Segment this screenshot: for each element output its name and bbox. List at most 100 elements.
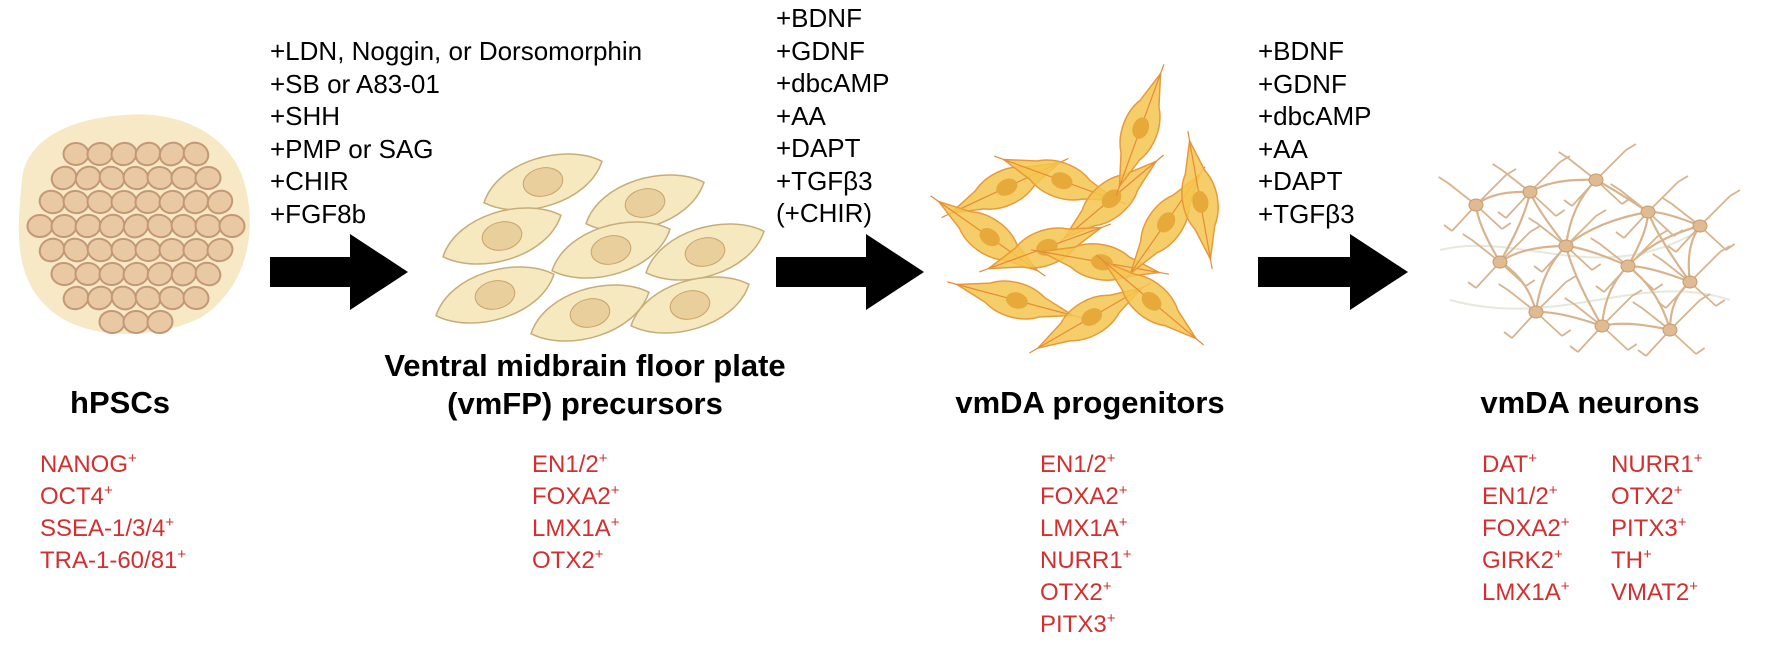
marker-item: SSEA-1/3/4+	[40, 513, 186, 545]
marker-sign: +	[610, 482, 620, 499]
progenitor-cell	[1181, 130, 1219, 270]
marker-sign: +	[1102, 578, 1112, 595]
marker-name: LMX1A	[1040, 515, 1119, 542]
marker-item: OCT4+	[40, 481, 186, 513]
arrow-1	[270, 234, 408, 310]
stem-cell	[206, 189, 234, 215]
title-line: vmDA progenitors	[955, 385, 1225, 420]
markers-neurons-col2: NURR1+OTX2+PITX3+TH+VMAT2+	[1611, 449, 1702, 609]
stem-cell	[182, 141, 210, 167]
marker-name: DAT	[1482, 451, 1529, 478]
title-line: Ventral midbrain floor plate	[384, 348, 786, 383]
neuron-soma	[1492, 255, 1508, 269]
marker-sign: +	[1693, 450, 1703, 467]
stem-cell	[146, 213, 174, 239]
stem-cell	[194, 165, 222, 191]
stage-title-vmfp: Ventral midbrain floor plate (vmFP) prec…	[345, 347, 825, 423]
markers-hpscs: NANOG+OCT4+SSEA-1/3/4+TRA-1-60/81 +	[40, 449, 186, 577]
marker-sign: +	[598, 450, 608, 467]
factor: +BDNF	[1258, 36, 1344, 66]
marker-name: EN1/2	[1482, 483, 1549, 510]
stem-cell	[134, 141, 162, 167]
factor: +DAPT	[776, 133, 861, 163]
marker-name: TRA-1-60/81	[40, 547, 178, 574]
title-line: hPSCs	[70, 385, 170, 420]
marker-sign: +	[1677, 514, 1687, 531]
stage-title-neurons: vmDA neurons	[1440, 384, 1740, 422]
stem-cell	[194, 261, 222, 287]
marker-item: TH+	[1611, 545, 1702, 577]
stem-cell	[50, 165, 78, 191]
marker-item: LMX1A+	[1482, 577, 1569, 609]
marker-name: OTX2	[532, 547, 595, 574]
marker-sign: +	[1118, 514, 1128, 531]
stem-cell	[122, 309, 150, 335]
title-line: vmDA neurons	[1480, 385, 1700, 420]
marker-sign: +	[1689, 578, 1698, 595]
factor: +BDNF	[776, 3, 862, 33]
markers-vmfp: EN1/2+FOXA2+LMX1A+OTX2+	[532, 449, 619, 577]
marker-item: LMX1A+	[1040, 513, 1131, 545]
factor: +FGF8b	[270, 198, 367, 229]
marker-name: VMAT2	[1611, 579, 1690, 606]
marker-name: OTX2	[1611, 483, 1674, 510]
stem-cell	[158, 141, 186, 167]
stem-cell	[146, 309, 174, 335]
neuron-soma	[1588, 173, 1604, 187]
marker-name: NURR1	[1040, 547, 1123, 574]
progenitor-cell	[979, 223, 1111, 273]
hpsc-colony-illustration	[18, 114, 250, 335]
marker-sign: +	[128, 450, 137, 467]
marker-item: NURR1+	[1611, 449, 1702, 481]
floor-plate-cell	[442, 207, 562, 265]
progenitor-cell	[1115, 64, 1165, 196]
stem-cell	[86, 285, 114, 311]
neurite	[1601, 322, 1671, 332]
neuron-soma	[1620, 259, 1636, 273]
neuron-soma	[1522, 185, 1538, 199]
marker-item: OTX2+	[532, 545, 619, 577]
marker-name: FOXA2	[1482, 515, 1561, 542]
transition-2-factors: +BDNF +GDNF +dbcAMP +AA +DAPT +TGFβ3 (+C…	[776, 2, 889, 230]
marker-name: FOXA2	[532, 483, 611, 510]
marker-item: EN1/2+	[532, 449, 619, 481]
marker-name: NURR1	[1611, 451, 1694, 478]
marker-sign: +	[610, 514, 620, 531]
marker-name: TH	[1611, 547, 1643, 574]
progenitor-cell	[1029, 282, 1151, 354]
marker-sign: +	[1554, 546, 1563, 563]
neurite	[1565, 210, 1649, 247]
stem-cell	[122, 213, 150, 239]
neurite	[1627, 265, 1672, 331]
floor-plate-cell	[530, 284, 650, 342]
stem-cell	[206, 237, 234, 263]
neuron-soma	[1682, 275, 1698, 289]
markers-progenitors: EN1/2+FOXA2+LMX1A+NURR1+OTX2+PITX3+	[1040, 449, 1131, 641]
factor: +AA	[776, 100, 826, 131]
factor: +DAPT	[1258, 166, 1343, 196]
marker-name: EN1/2	[1040, 451, 1107, 478]
neuron-soma	[1528, 305, 1544, 319]
neuron-soma	[1468, 198, 1484, 212]
marker-sign: +	[104, 482, 113, 499]
transition-1-factors: +LDN, Noggin, or Dorsomorphin +SB or A83…	[270, 35, 642, 230]
floor-plate-cell	[645, 223, 765, 281]
marker-item: NURR1+	[1040, 545, 1131, 577]
stem-cell	[182, 285, 210, 311]
marker-item: LMX1A+	[532, 513, 619, 545]
marker-item: VMAT2+	[1611, 577, 1702, 609]
neuron-network-illustration	[1438, 143, 1741, 357]
marker-item: GIRK2+	[1482, 545, 1569, 577]
marker-item: FOXA2+	[1040, 481, 1131, 513]
marker-name: OTX2	[1040, 579, 1103, 606]
factor: +AA	[1258, 133, 1308, 164]
marker-item: NANOG+	[40, 449, 186, 481]
stem-cell	[218, 213, 246, 239]
floor-plate-cell	[435, 266, 555, 324]
marker-item: PITX3+	[1611, 513, 1702, 545]
marker-sign: +	[1560, 514, 1570, 531]
stem-cell	[182, 189, 210, 215]
stem-cell	[62, 142, 90, 166]
progenitor-cell	[1095, 254, 1205, 346]
marker-sign: +	[1106, 610, 1116, 627]
